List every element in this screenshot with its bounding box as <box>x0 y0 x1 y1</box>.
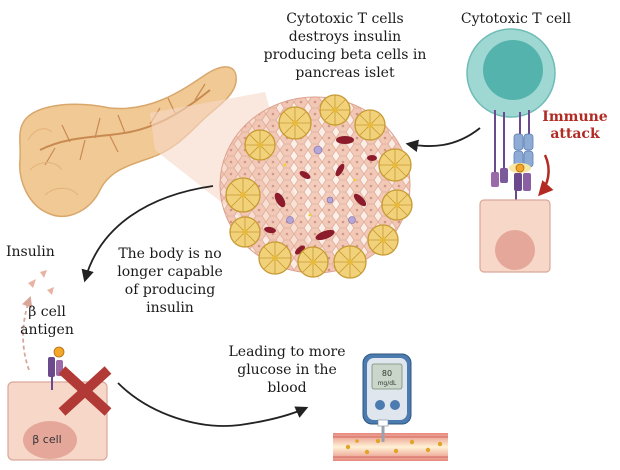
body-no-longer-line-2: longer capable <box>117 264 223 280</box>
insulin-molecules <box>28 270 54 295</box>
islet-to-insulin-arrow <box>81 185 214 283</box>
beta-cell-antigen-line-2: antigen <box>20 322 74 338</box>
cytotoxic-t-cell <box>466 28 556 205</box>
body-no-longer-line-1: The body is no <box>118 246 221 262</box>
immune-attack-line-2: attack <box>550 126 600 142</box>
pancreas-illustration <box>19 66 237 218</box>
blood-vessel <box>333 433 448 461</box>
caption-line-3: producing beta cells in <box>264 47 427 63</box>
glucose-line-3: blood <box>267 380 306 396</box>
t-cell-label: Cytotoxic T cell <box>461 11 572 27</box>
no-insulin-cross <box>58 366 112 416</box>
insulin-label: Insulin <box>6 244 55 260</box>
target-beta-cell <box>479 199 551 273</box>
body-no-longer-line-4: insulin <box>146 300 194 316</box>
caption-line-1: Cytotoxic T cells <box>286 11 403 27</box>
meter-unit: mg/dL <box>378 380 397 387</box>
beta-cell-label: β cell <box>32 433 61 446</box>
body-no-longer-line-3: of producing <box>125 282 215 298</box>
beta-cell-antigen-line-1: β cell <box>28 304 66 320</box>
immune-attack-line-1: Immune <box>542 109 608 125</box>
meter-value: 80 <box>382 369 392 378</box>
beta-cell <box>7 346 108 461</box>
glucose-meter <box>362 353 412 442</box>
caption-line-4: pancreas islet <box>295 65 395 81</box>
pancreas-islet <box>219 94 413 279</box>
glucose-line-2: glucose in the <box>237 362 337 378</box>
attack-to-islet-arrow <box>405 127 481 152</box>
caption-line-2: destroys insulin <box>289 29 401 45</box>
insulin-release-arrow <box>21 295 33 371</box>
immune-attack-arrow <box>538 154 554 197</box>
glucose-line-1: Leading to more <box>229 344 346 360</box>
to-glucose-arrow <box>117 382 309 427</box>
